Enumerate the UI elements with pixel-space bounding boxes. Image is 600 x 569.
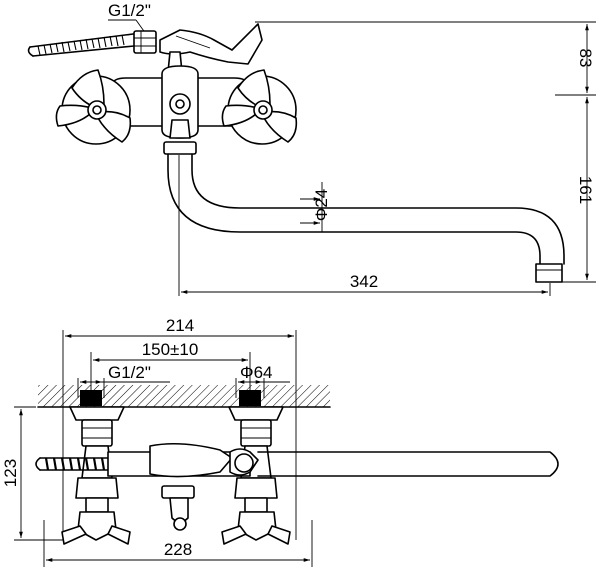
dimension-thread-plan: G1/2" [77, 363, 170, 398]
left-handle-plan [61, 511, 131, 545]
diverter-lever [159, 23, 263, 73]
body-plan [107, 442, 259, 478]
right-handle-plan [221, 511, 291, 545]
left-cross-handle [55, 69, 132, 143]
thread-label-top: G1/2" [108, 1, 151, 20]
dimension-123: 123 [1, 406, 64, 541]
left-inlet [69, 390, 125, 513]
faucet-body [111, 65, 249, 139]
dimension-161-label: 161 [576, 176, 595, 204]
right-cross-handle [221, 69, 298, 143]
dimension-phi24: Φ24 [300, 182, 331, 232]
dimension-150: 150±10 [90, 340, 251, 398]
thread-label-plan: G1/2" [108, 363, 151, 382]
dimension-83-label: 83 [576, 49, 595, 68]
plan-view: 214 150±10 G1/2" Φ64 [1, 316, 559, 567]
dimension-phi24-label: Φ24 [312, 189, 331, 221]
shower-hose [27, 30, 157, 57]
dimension-161: 161 [545, 97, 596, 283]
dimension-342-label: 342 [350, 272, 378, 291]
dimension-123-label: 123 [1, 459, 20, 487]
spout-plan [161, 451, 559, 531]
dimension-214-label: 214 [166, 316, 194, 335]
front-view: 83 161 342 Φ24 G1/2" [27, 1, 596, 296]
dimension-214: 214 [62, 316, 297, 540]
dimension-phi64: Φ64 [235, 363, 290, 398]
dimension-phi64-label: Φ64 [240, 363, 272, 382]
dimension-228-label: 228 [164, 540, 192, 559]
spout [163, 141, 565, 283]
dimension-150-label: 150±10 [142, 340, 199, 359]
dimension-342: 342 [178, 155, 551, 296]
dimension-228: 228 [43, 520, 313, 567]
dimension-83: 83 [255, 21, 596, 96]
